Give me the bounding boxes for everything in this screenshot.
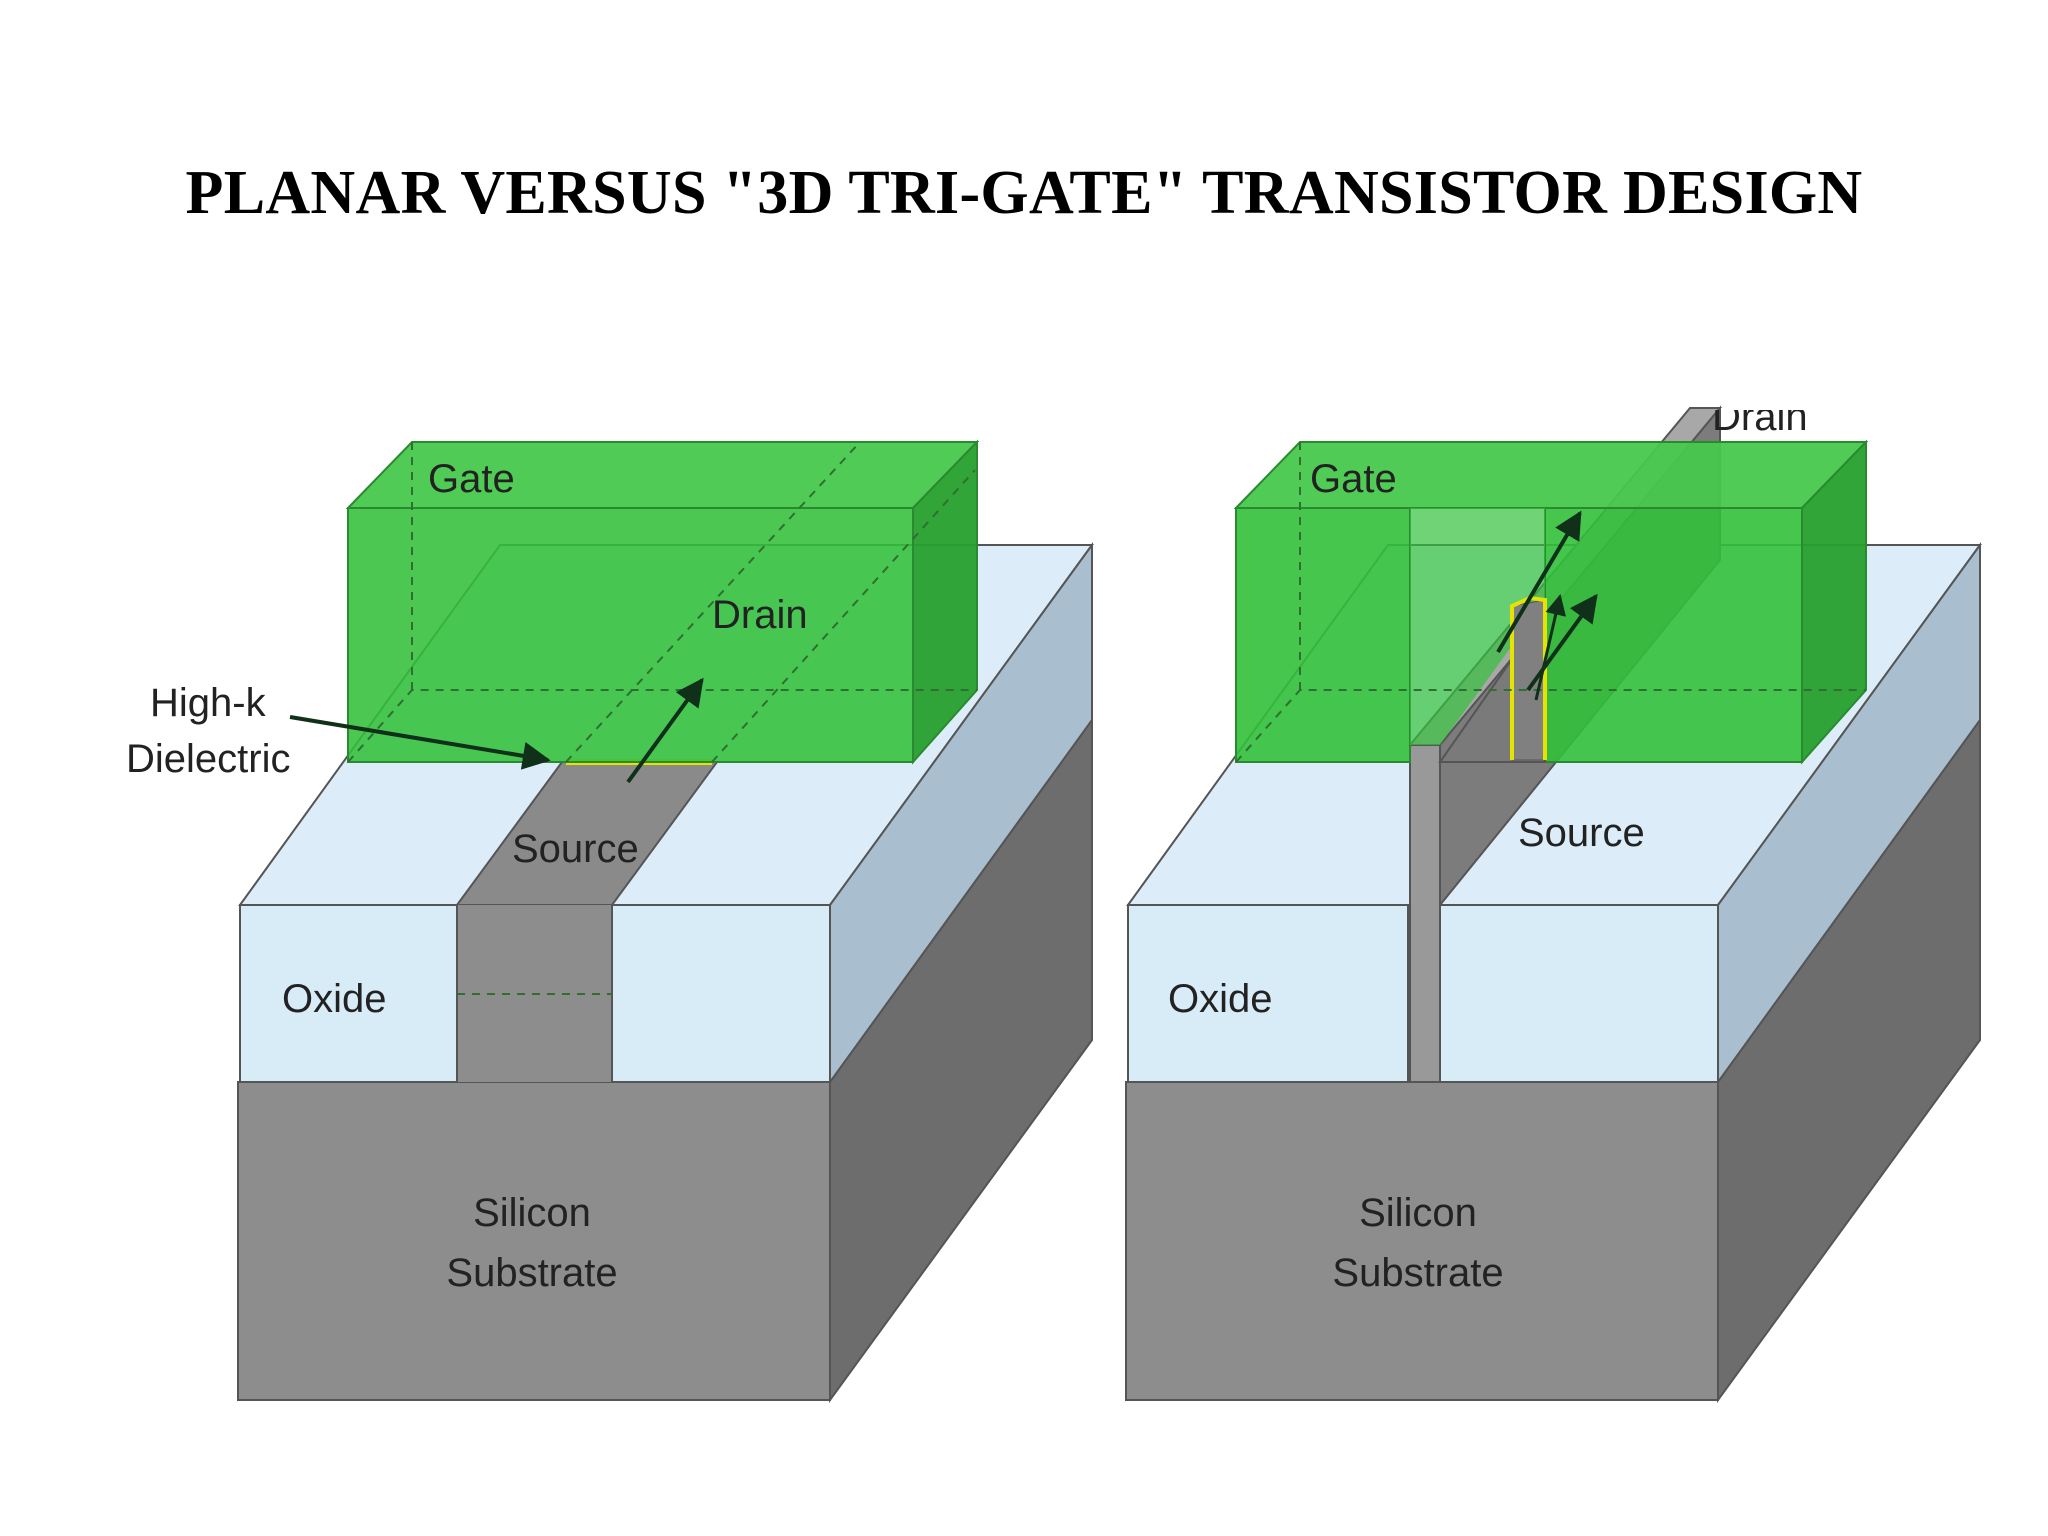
planar-high-k-pointer bbox=[289, 715, 551, 770]
trigate-gate-label: Gate bbox=[1310, 457, 1397, 501]
planar-transistor: Gate Drain Source Oxide High-k Dielectri… bbox=[126, 439, 1094, 1404]
planar-substrate-front bbox=[237, 1081, 831, 1401]
planar-oxide-label: Oxide bbox=[282, 977, 387, 1021]
planar-silicon-label-1: Silicon bbox=[473, 1191, 591, 1235]
trigate-oxide-front-left bbox=[1127, 904, 1409, 1083]
planar-high-k-label-2: Dielectric bbox=[126, 737, 290, 781]
trigate-current-arrow-1 bbox=[1496, 510, 1582, 654]
trigate-silicon-label-1: Silicon bbox=[1359, 1191, 1477, 1235]
trigate-transistor: Drain Gate Source Oxide Silicon Substrat… bbox=[1125, 395, 1982, 1404]
trigate-gate-front-right bbox=[1544, 507, 1803, 763]
trigate-current-arrow-2 bbox=[1526, 593, 1598, 692]
planar-current-arrow bbox=[626, 677, 704, 784]
trigate-oxide-label: Oxide bbox=[1168, 977, 1273, 1021]
planar-source-label: Source bbox=[512, 827, 639, 871]
planar-gate-label: Gate bbox=[428, 457, 515, 501]
trigate-gate-front-left bbox=[1235, 507, 1411, 763]
planar-gate-front bbox=[347, 507, 914, 763]
page-title: PLANAR VERSUS "3D TRI-GATE" TRANSISTOR D… bbox=[185, 159, 1863, 227]
planar-drain-label: Drain bbox=[712, 593, 808, 637]
trigate-drain-label: Drain bbox=[1712, 395, 1808, 439]
planar-oxide-front-left bbox=[239, 904, 458, 1083]
trigate-silicon-label-2: Substrate bbox=[1332, 1251, 1503, 1295]
trigate-fin-front bbox=[1409, 744, 1441, 1083]
planar-oxide-front-right bbox=[611, 904, 831, 1083]
planar-high-k-label-1: High-k bbox=[150, 681, 267, 725]
trigate-current-arrow-3 bbox=[1534, 593, 1566, 701]
trigate-gate-front-middle bbox=[1410, 508, 1545, 745]
trigate-oxide-front-right bbox=[1439, 904, 1719, 1083]
planar-silicon-label-2: Substrate bbox=[446, 1251, 617, 1295]
trigate-substrate-front bbox=[1125, 1081, 1719, 1401]
trigate-source-label: Source bbox=[1518, 811, 1645, 855]
